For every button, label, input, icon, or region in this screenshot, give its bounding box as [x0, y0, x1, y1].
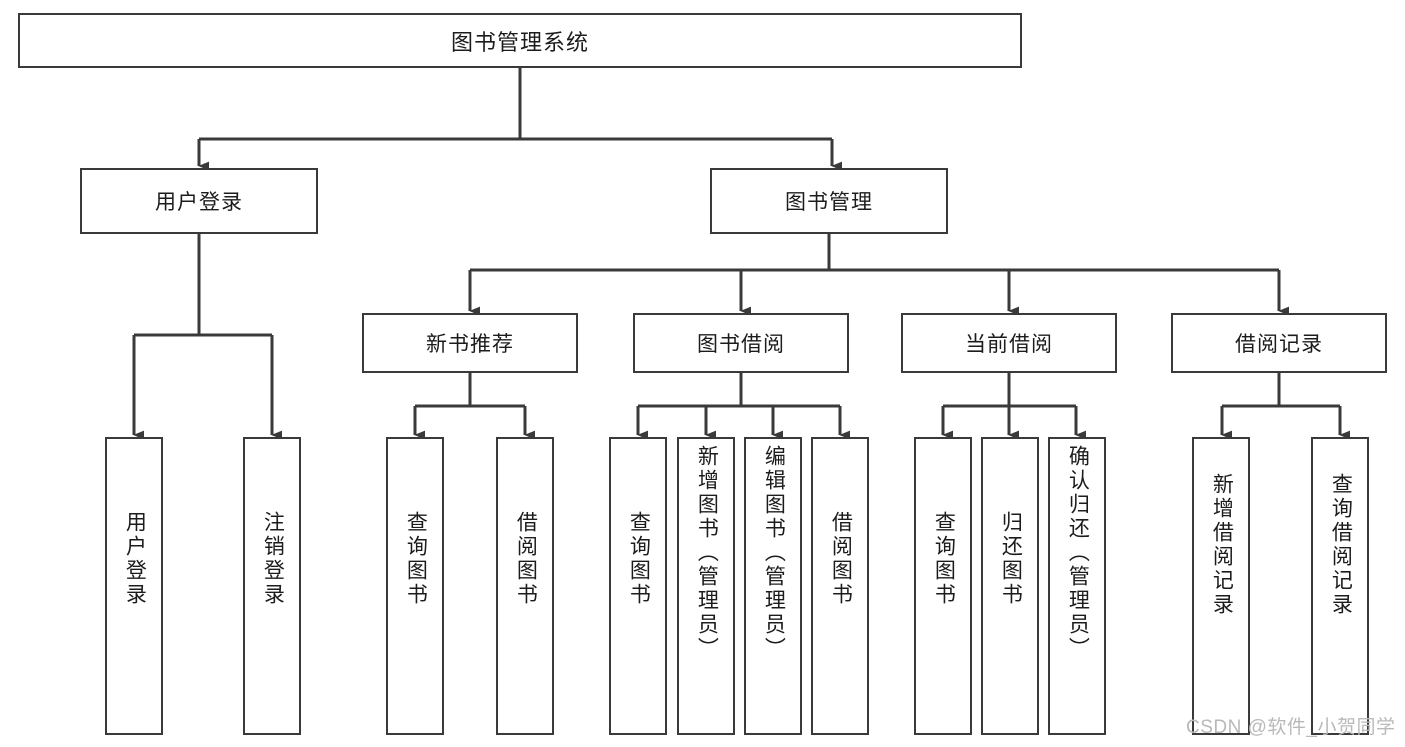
leaf-label: 查询借阅记录 [1329, 473, 1353, 617]
leaf-label: 借阅图书 [514, 511, 538, 607]
leaf-label: 编辑图书（管理员） [762, 445, 786, 661]
leaf-query-book-current[interactable]: 查询图书 [914, 437, 972, 735]
leaf-query-book-recommend[interactable]: 查询图书 [386, 437, 444, 735]
leaf-edit-book-admin[interactable]: 编辑图书（管理员） [744, 437, 802, 735]
node-new-book-recommend[interactable]: 新书推荐 [362, 313, 578, 373]
node-label: 新书推荐 [426, 333, 514, 356]
leaf-add-borrow-record[interactable]: 新增借阅记录 [1192, 437, 1250, 735]
node-user-login[interactable]: 用户登录 [80, 168, 318, 234]
leaf-label: 确认归还（管理员） [1066, 445, 1090, 661]
leaf-label: 查询图书 [932, 511, 956, 607]
leaf-borrow-book-recommend[interactable]: 借阅图书 [496, 437, 554, 735]
leaf-query-borrow-record[interactable]: 查询借阅记录 [1311, 437, 1369, 735]
csdn-watermark: CSDN @软件_小贺同学 [1186, 717, 1396, 738]
leaf-label: 查询图书 [404, 511, 428, 607]
node-root-system[interactable]: 图书管理系统 [18, 13, 1022, 68]
node-borrow-record[interactable]: 借阅记录 [1171, 313, 1387, 373]
leaf-label: 借阅图书 [829, 511, 853, 607]
leaf-user-login[interactable]: 用户登录 [105, 437, 163, 735]
leaf-borrow-book[interactable]: 借阅图书 [811, 437, 869, 735]
node-book-management[interactable]: 图书管理 [710, 168, 948, 234]
node-book-borrow[interactable]: 图书借阅 [633, 313, 849, 373]
leaf-label: 归还图书 [999, 511, 1023, 607]
leaf-user-logout[interactable]: 注销登录 [243, 437, 301, 735]
node-label: 图书借阅 [697, 333, 785, 356]
leaf-label: 注销登录 [261, 511, 285, 607]
leaf-add-book-admin[interactable]: 新增图书（管理员） [677, 437, 735, 735]
leaf-confirm-return-admin[interactable]: 确认归还（管理员） [1048, 437, 1106, 735]
leaf-return-book[interactable]: 归还图书 [981, 437, 1039, 735]
node-label: 用户登录 [155, 191, 243, 214]
leaf-label: 查询图书 [627, 511, 651, 607]
leaf-label: 用户登录 [123, 511, 147, 607]
node-current-borrow[interactable]: 当前借阅 [901, 313, 1117, 373]
node-label: 当前借阅 [965, 333, 1053, 356]
node-label: 图书管理 [785, 191, 873, 214]
node-label: 图书管理系统 [450, 29, 589, 55]
node-label: 借阅记录 [1235, 333, 1323, 356]
leaf-label: 新增借阅记录 [1210, 473, 1234, 617]
leaf-label: 新增图书（管理员） [695, 445, 719, 661]
leaf-query-book-borrow[interactable]: 查询图书 [609, 437, 667, 735]
